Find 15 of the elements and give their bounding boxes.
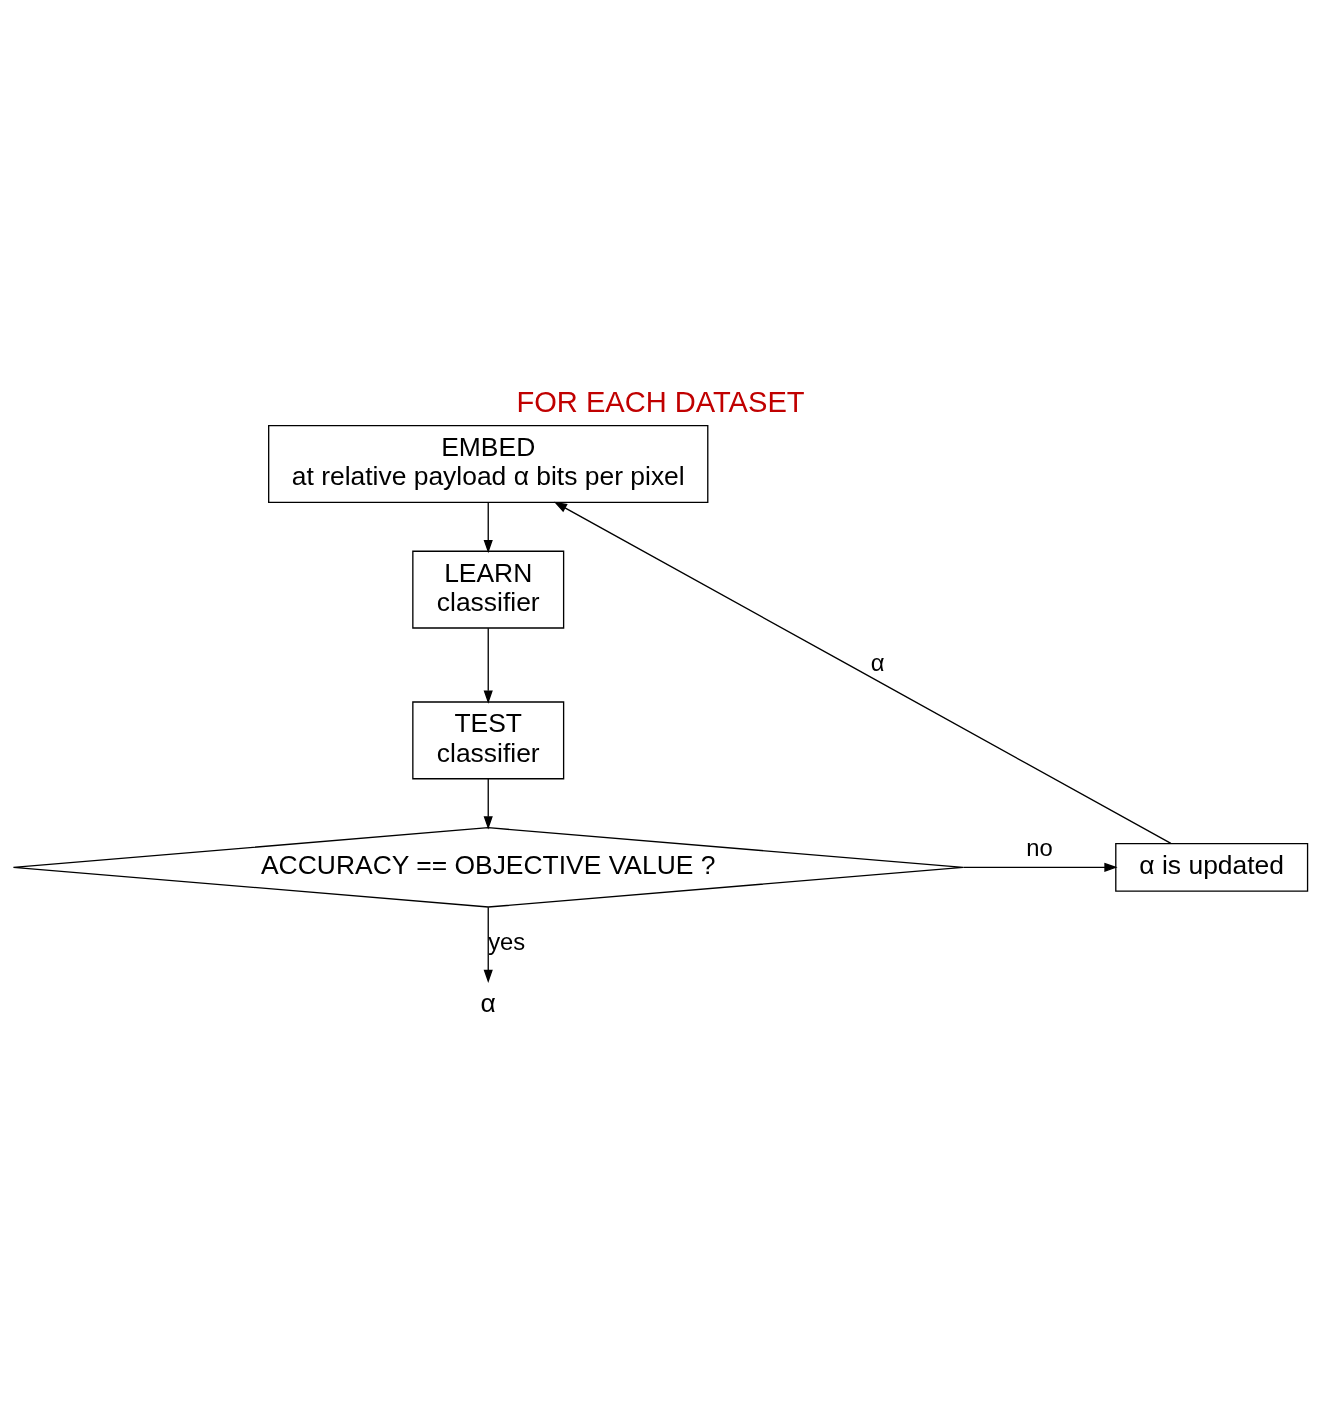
node-diamond: ACCURACY == OBJECTIVE VALUE ? [12,827,964,908]
arrow [553,501,1172,845]
node-box: TEST classifier [412,701,565,780]
arrow [962,862,1118,872]
node-box: LEARN classifier [412,550,565,629]
node-box: EMBED at relative payload α bits per pixel [268,424,709,503]
arrow [483,778,493,830]
edge-label: no [1026,833,1053,861]
node-box: α is updated [1115,842,1309,892]
arrow [483,501,493,554]
node-text: α [480,987,496,1018]
arrow [483,906,493,983]
diagram-title: FOR EACH DATASET [516,385,805,418]
edge-label: α [870,648,885,676]
arrow [483,627,493,704]
